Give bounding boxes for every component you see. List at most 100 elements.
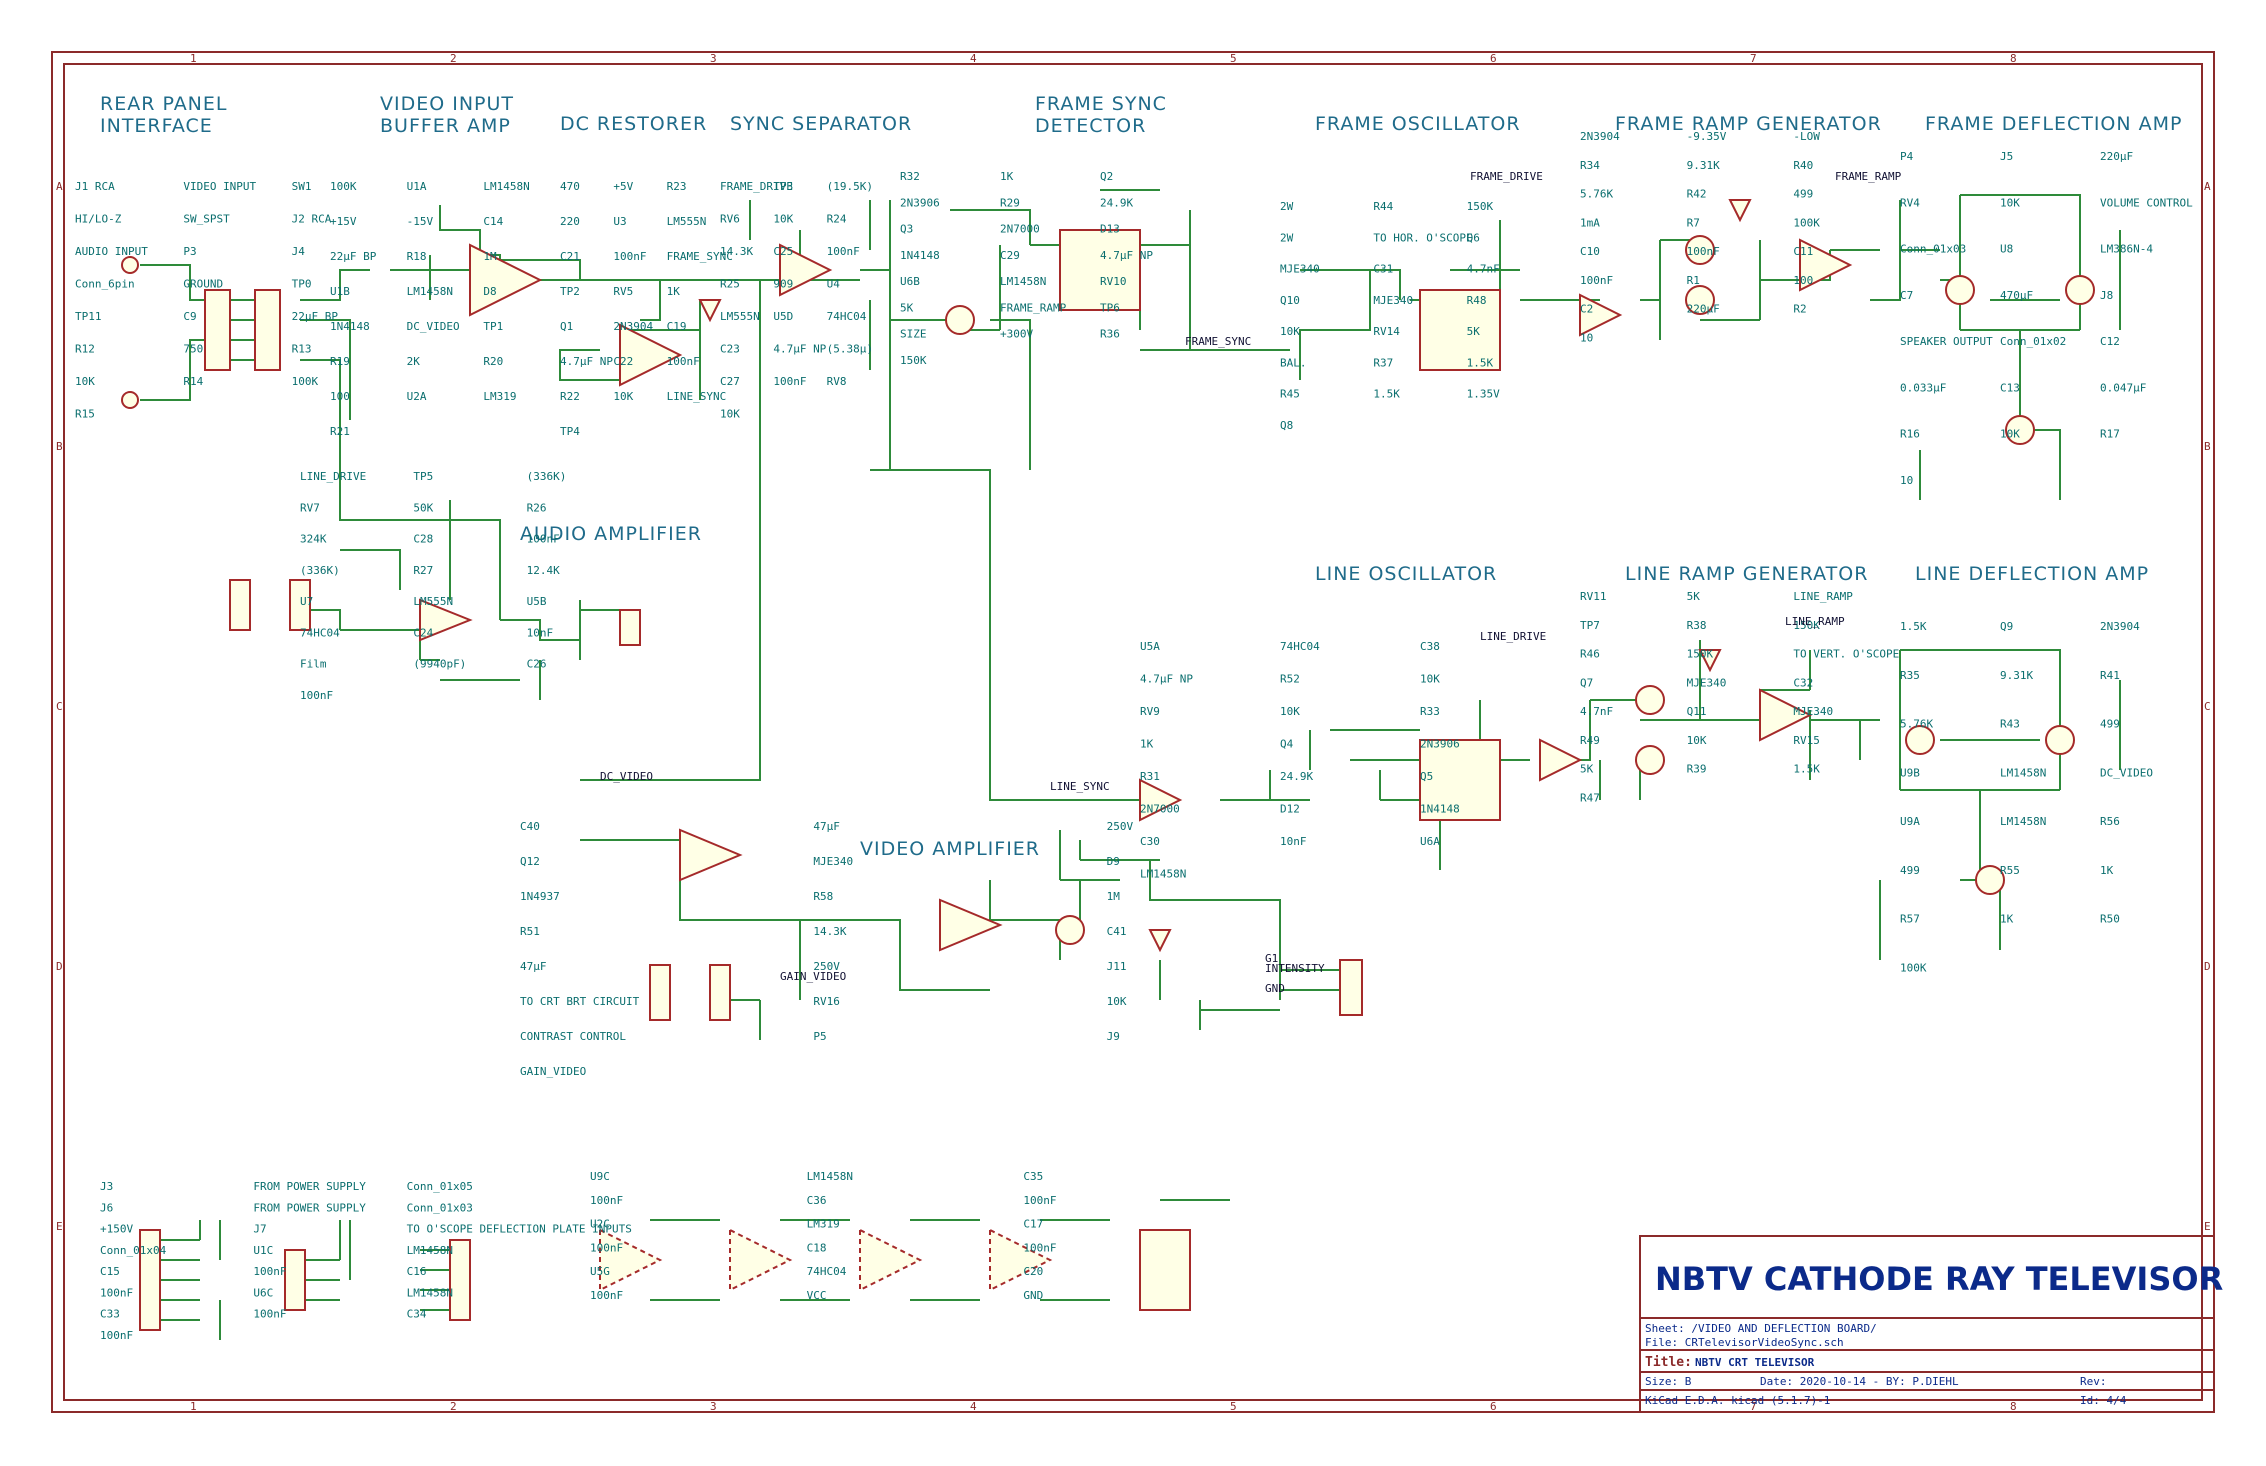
component-label: -9.35V: [1687, 130, 1727, 143]
component-label: U8: [2000, 243, 2013, 256]
grid-row-label: A: [2204, 180, 2211, 193]
component-label: R51: [520, 925, 540, 938]
component-label: R29: [1000, 196, 1020, 209]
component-label: LM1458N: [483, 180, 529, 193]
component-label: TO CRT BRT CIRCUIT: [520, 995, 640, 1008]
component-label: R44: [1373, 200, 1393, 213]
opamp-u1a: [469, 243, 543, 317]
grid-row-label: B: [56, 440, 63, 453]
component-label: TP6: [1100, 301, 1120, 314]
grid-col-label: 7: [1750, 52, 1757, 65]
rca-jack-audio: [121, 391, 139, 409]
component-label: Conn_01x05: [407, 1180, 473, 1193]
component-label: HI/LO-Z: [75, 213, 122, 226]
timer-u7: [1419, 739, 1501, 821]
component-label: C22: [613, 355, 633, 368]
component-label: U2C: [590, 1218, 610, 1231]
component-label: RV15: [1793, 734, 1820, 747]
component-label: +5V: [613, 180, 633, 193]
component-label: 100nF: [253, 1265, 286, 1278]
diode-d13: [1728, 199, 1752, 223]
component-label: R37: [1373, 356, 1393, 369]
title-kicad: KiCad E.D.A. kicad (5.1.7)-1: [1645, 1394, 1830, 1407]
component-label: 100nF: [100, 1286, 133, 1299]
component-label: 10K: [1107, 995, 1127, 1008]
component-label: MJE340: [1373, 294, 1413, 307]
component-label: C31: [1373, 263, 1393, 276]
component-label: 1N4148: [1420, 803, 1460, 816]
section-title-fsd: FRAME SYNC: [1035, 93, 1167, 115]
component-label: D8: [483, 285, 496, 298]
component-label: J1 RCA: [75, 180, 115, 193]
component-label: 100nF: [253, 1308, 286, 1321]
component-label: 100nF: [667, 355, 700, 368]
component-label: 1.5K: [1793, 763, 1820, 776]
component-label: R19: [330, 355, 350, 368]
grid-col-label: 8: [2010, 52, 2017, 65]
component-label: R48: [1467, 294, 1487, 307]
title-block: [1639, 1235, 2215, 1413]
component-label: RV9: [1140, 705, 1160, 718]
component-label: 9.31K: [1687, 159, 1720, 172]
component-label: R58: [813, 890, 833, 903]
transistor-q5: [1635, 745, 1665, 775]
component-label: R41: [2100, 669, 2120, 682]
grid-col-label: 5: [1230, 1400, 1237, 1413]
component-label: C11: [1793, 245, 1813, 258]
net-label: DC_VIDEO: [600, 770, 653, 783]
component-label: LINE_SYNC: [667, 390, 727, 403]
component-label: 1mA: [1580, 216, 1600, 229]
component-label: 1K: [2100, 864, 2114, 877]
component-label: 10K: [720, 408, 740, 421]
component-label: Q7: [1580, 676, 1593, 689]
component-label: J9: [1107, 1030, 1120, 1043]
component-label: C19: [667, 320, 687, 333]
net-label: FRAME_RAMP: [1835, 170, 1902, 183]
component-label: 4.7µF NP: [773, 343, 826, 356]
component-label: R47: [1580, 791, 1600, 804]
component-label: 10K: [1687, 734, 1707, 747]
component-label: LM1458N: [2000, 766, 2046, 779]
opamp-u6b: [1799, 238, 1853, 292]
component-label: 499: [1793, 188, 1813, 201]
component-label: 1N4937: [520, 890, 560, 903]
component-label: 5K: [1467, 325, 1481, 338]
component-label: 10K: [75, 375, 95, 388]
section-title-rear: REAR PANEL: [100, 93, 228, 115]
component-label: TP4: [560, 425, 580, 438]
comparator-u2a: [779, 243, 833, 297]
component-label: LM555N: [720, 310, 760, 323]
grid-row-label: B: [2204, 440, 2211, 453]
component-label: -LOW: [1793, 130, 1820, 143]
title-file: File: CRTelevisorVideoSync.sch: [1645, 1336, 1844, 1349]
component-label: R1: [1687, 274, 1700, 287]
section-title-fdef: FRAME DEFLECTION AMP: [1925, 113, 2182, 135]
component-label: C2: [1580, 303, 1593, 316]
component-label: U9A: [1900, 815, 1920, 828]
inverter-u5d: [1579, 293, 1623, 337]
component-label: LM319: [807, 1218, 840, 1231]
component-label: Conn_01x02: [2000, 335, 2066, 348]
component-label: C36: [807, 1194, 827, 1207]
component-label: GROUND: [183, 278, 223, 291]
component-label: 74HC04: [827, 310, 867, 323]
component-label: R49: [1580, 734, 1600, 747]
component-label: 47µF: [813, 820, 840, 833]
net-label: LINE_RAMP: [1785, 615, 1845, 628]
component-label: 0.033µF: [1900, 381, 1946, 394]
component-label: 220µF: [1687, 303, 1720, 316]
component-label: 100: [330, 390, 350, 403]
component-label: D13: [1100, 223, 1120, 236]
component-label: 74HC04: [1280, 640, 1320, 653]
component-label: TP11: [75, 310, 102, 323]
inverter-u5b: [1539, 738, 1583, 782]
grid-row-label: C: [2204, 700, 2211, 713]
component-label: 100K: [1900, 961, 1927, 974]
component-label: C20: [1023, 1265, 1043, 1278]
transistor-q1: [945, 305, 975, 335]
component-label: 10K: [773, 213, 793, 226]
component-label: LM1458N: [407, 285, 453, 298]
component-label: C27: [720, 375, 740, 388]
component-label: TP2: [560, 285, 580, 298]
